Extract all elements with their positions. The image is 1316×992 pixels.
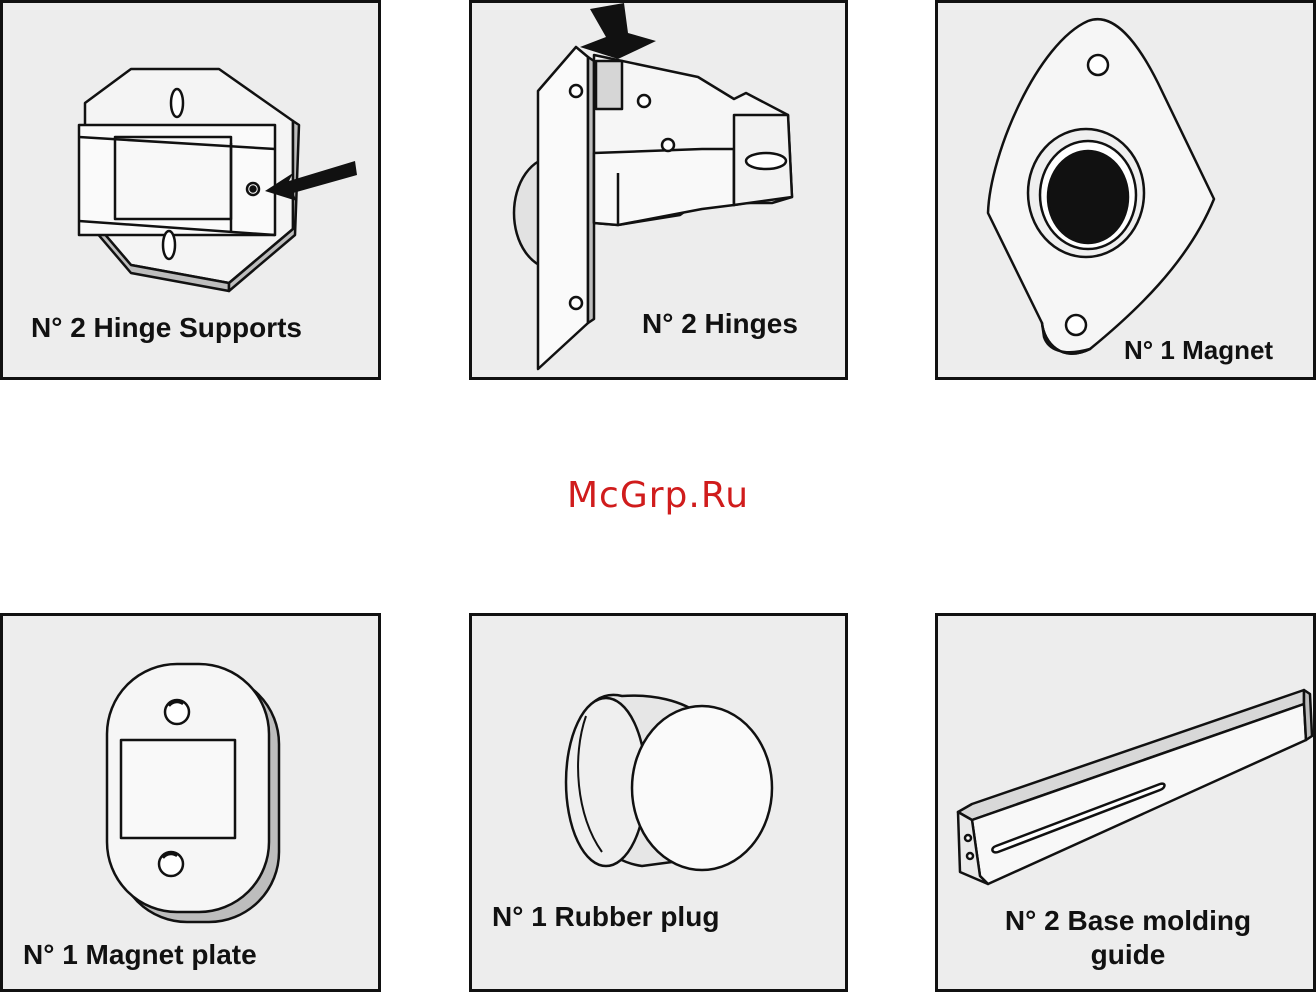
part-label: N° 2 Hinge Supports <box>31 311 302 345</box>
part-panel-hinge-supports: N° 2 Hinge Supports <box>0 0 381 380</box>
part-panel-hinges: N° 2 Hinges <box>469 0 848 380</box>
part-panel-magnet: N° 1 Magnet <box>935 0 1316 380</box>
diamond-magnet-icon <box>938 3 1313 377</box>
part-label-line-1: N° 2 Base molding <box>958 904 1298 938</box>
watermark-text: McGrp.Ru <box>0 475 1316 516</box>
part-panel-base-molding-guide: N° 2 Base molding guide <box>935 613 1316 992</box>
part-panel-rubber-plug: N° 1 Rubber plug <box>469 613 848 992</box>
part-label: N° 1 Magnet plate <box>23 938 257 972</box>
part-label: N° 2 Base molding guide <box>958 904 1298 972</box>
part-panel-magnet-plate: N° 1 Magnet plate <box>0 613 381 992</box>
part-label: N° 1 Rubber plug <box>492 900 719 934</box>
part-label: N° 2 Hinges <box>642 307 798 341</box>
part-label: N° 1 Magnet <box>1124 333 1273 367</box>
part-label-line-2: guide <box>958 938 1298 972</box>
oval-magnet-plate-icon <box>3 616 378 989</box>
